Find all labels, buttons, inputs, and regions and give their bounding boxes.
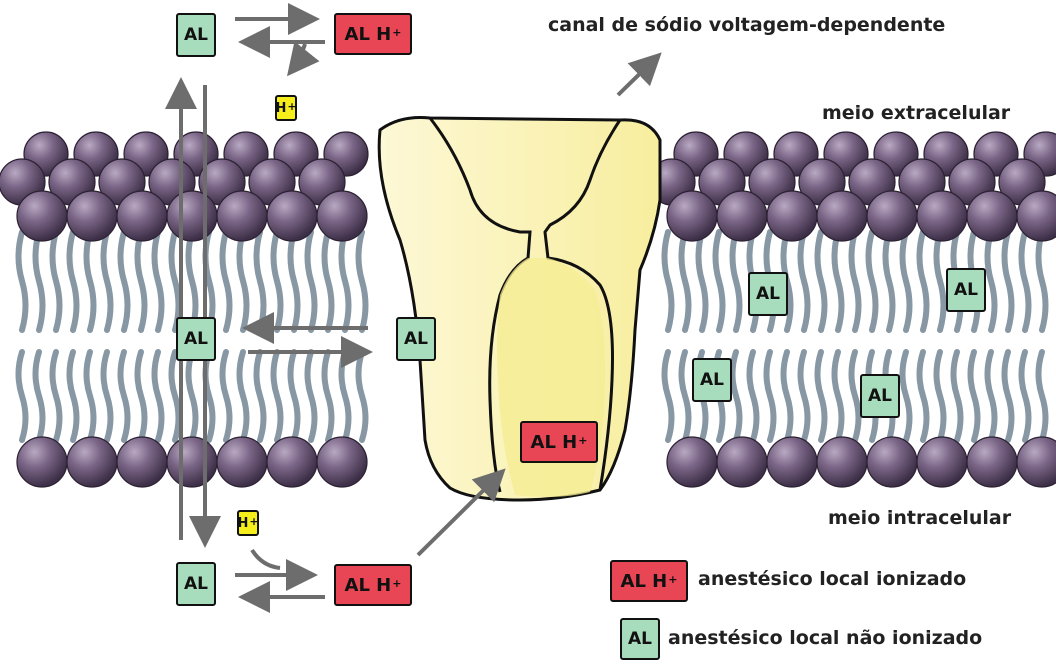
al-membrane-r3: AL xyxy=(692,358,732,402)
al-membrane-mid: AL xyxy=(396,317,436,361)
extracellular-label: meio extracelular xyxy=(822,102,1010,124)
alh-in-channel: AL H+ xyxy=(520,421,598,463)
h-ion-top: H+ xyxy=(275,95,297,121)
legend-ionized-text: anestésico local ionizado xyxy=(698,568,966,590)
al-bottom-left: AL xyxy=(176,562,216,606)
legend-non-ionized-swatch: AL xyxy=(620,618,660,660)
al-membrane-left: AL xyxy=(176,317,216,361)
al-membrane-r2: AL xyxy=(946,268,986,312)
h-ion-bottom: H+ xyxy=(237,510,259,536)
alh-top: AL H+ xyxy=(334,13,412,55)
al-membrane-r1: AL xyxy=(748,272,788,316)
legend-non-ionized-text: anestésico local não ionizado xyxy=(668,627,982,649)
legend-ionized-swatch: AL H+ xyxy=(610,560,688,602)
al-top-left: AL xyxy=(176,13,216,57)
alh-bottom: AL H+ xyxy=(334,564,412,606)
intracellular-label: meio intracelular xyxy=(828,507,1011,529)
channel-label: canal de sódio voltagem-dependente xyxy=(548,14,945,36)
al-membrane-r4: AL xyxy=(860,374,900,418)
